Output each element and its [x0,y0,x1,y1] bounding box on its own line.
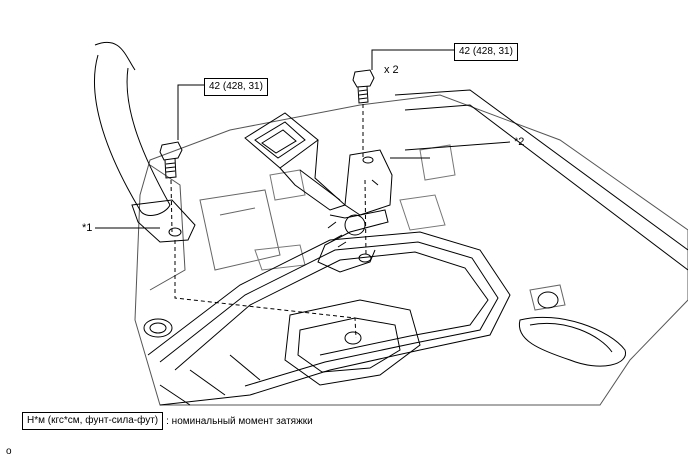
right-bolt-icon [352,69,375,104]
torque-unit-key: Н*м (кгс*см, фунт-сила-фут) [22,412,164,430]
torque-legend-description: : номинальный момент затяжки [166,415,313,427]
callout-item-1: *1 [82,222,93,234]
floor-tunnel [147,231,626,406]
seatbelt-webbing [94,41,196,243]
bolt-quantity-label: x 2 [384,64,399,76]
torque-spec-left: 42 (428, 31) [204,78,268,96]
left-bolt-icon [159,141,183,179]
torque-spec-right: 42 (428, 31) [454,43,518,61]
leader-lines [95,49,511,229]
floor-panel [134,89,688,406]
seatbelt-buckle-assembly [244,112,393,273]
alignment-guides [170,104,367,339]
torque-legend: Н*м (кгс*см, фунт-сила-фут) : номинальны… [22,412,313,430]
figure-id: o [6,446,12,457]
callout-item-2: *2 [514,136,525,148]
floor-holes [143,291,559,345]
